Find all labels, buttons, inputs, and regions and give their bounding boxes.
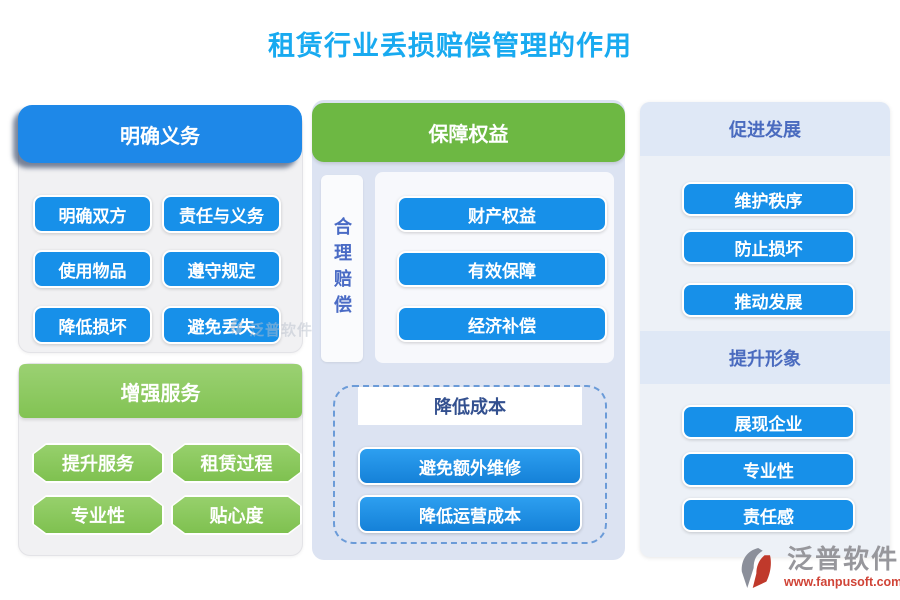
- chip-improve-service-label: 提升服务: [34, 445, 162, 481]
- chip-showcase-company: 展现企业: [682, 405, 855, 439]
- chip-professionalism-left-label: 专业性: [34, 497, 162, 533]
- chip-avoid-extra-maintenance: 避免额外维修: [358, 447, 582, 485]
- fanpu-watermark-icon: [230, 318, 246, 341]
- section-header-promote-development: 促进发展: [640, 102, 890, 156]
- right-card: [640, 102, 890, 557]
- fanpu-logo-name: 泛普软件: [787, 544, 900, 574]
- chip-sense-of-responsibility: 责任感: [682, 498, 855, 532]
- cost-box-header: 降低成本: [358, 387, 582, 425]
- chip-improve-service: 提升服务: [32, 443, 164, 483]
- section-header-improve-image: 提升形象: [640, 331, 890, 384]
- chip-duty-and-obligation: 责任与义务: [162, 195, 281, 233]
- fanpu-logo: 泛普软件 www.fanpusoft.com: [740, 546, 900, 595]
- cost-reduction-dashed-box: [333, 385, 607, 544]
- chip-effective-protection: 有效保障: [397, 251, 607, 287]
- chip-professionalism-right: 专业性: [682, 452, 855, 487]
- chip-thoughtfulness: 贴心度: [171, 495, 302, 535]
- chip-economic-compensation: 经济补偿: [397, 306, 607, 342]
- chip-follow-rules: 遵守规定: [162, 250, 281, 288]
- section-header-enhance-service: 增强服务: [19, 364, 302, 418]
- side-label-reasonable-compensation: 合理赔偿: [321, 175, 363, 362]
- chip-leasing-process-label: 租赁过程: [173, 445, 300, 481]
- watermark: 泛普软件: [230, 318, 313, 341]
- section-header-protect-rights: 保障权益: [312, 103, 625, 162]
- watermark-label: 泛普软件: [249, 322, 314, 339]
- chip-reduce-damage: 降低损坏: [33, 306, 152, 344]
- chip-property-rights: 财产权益: [397, 196, 607, 232]
- fanpu-logo-icon: [740, 546, 780, 595]
- section-header-clear-obligations: 明确义务: [18, 105, 302, 163]
- chip-drive-development: 推动发展: [682, 283, 855, 317]
- chip-thoughtfulness-label: 贴心度: [173, 497, 300, 533]
- chip-use-of-items: 使用物品: [33, 250, 152, 288]
- chip-lower-operating-cost: 降低运营成本: [358, 495, 582, 533]
- fanpu-logo-url: www.fanpusoft.com: [784, 575, 900, 589]
- chip-professionalism-left: 专业性: [32, 495, 164, 535]
- chip-leasing-process: 租赁过程: [171, 443, 302, 483]
- chip-clear-both-parties: 明确双方: [33, 195, 152, 233]
- chip-maintain-order: 维护秩序: [682, 182, 855, 216]
- chip-prevent-damage: 防止损坏: [682, 230, 855, 264]
- page-title: 租赁行业丢损赔偿管理的作用: [268, 31, 632, 61]
